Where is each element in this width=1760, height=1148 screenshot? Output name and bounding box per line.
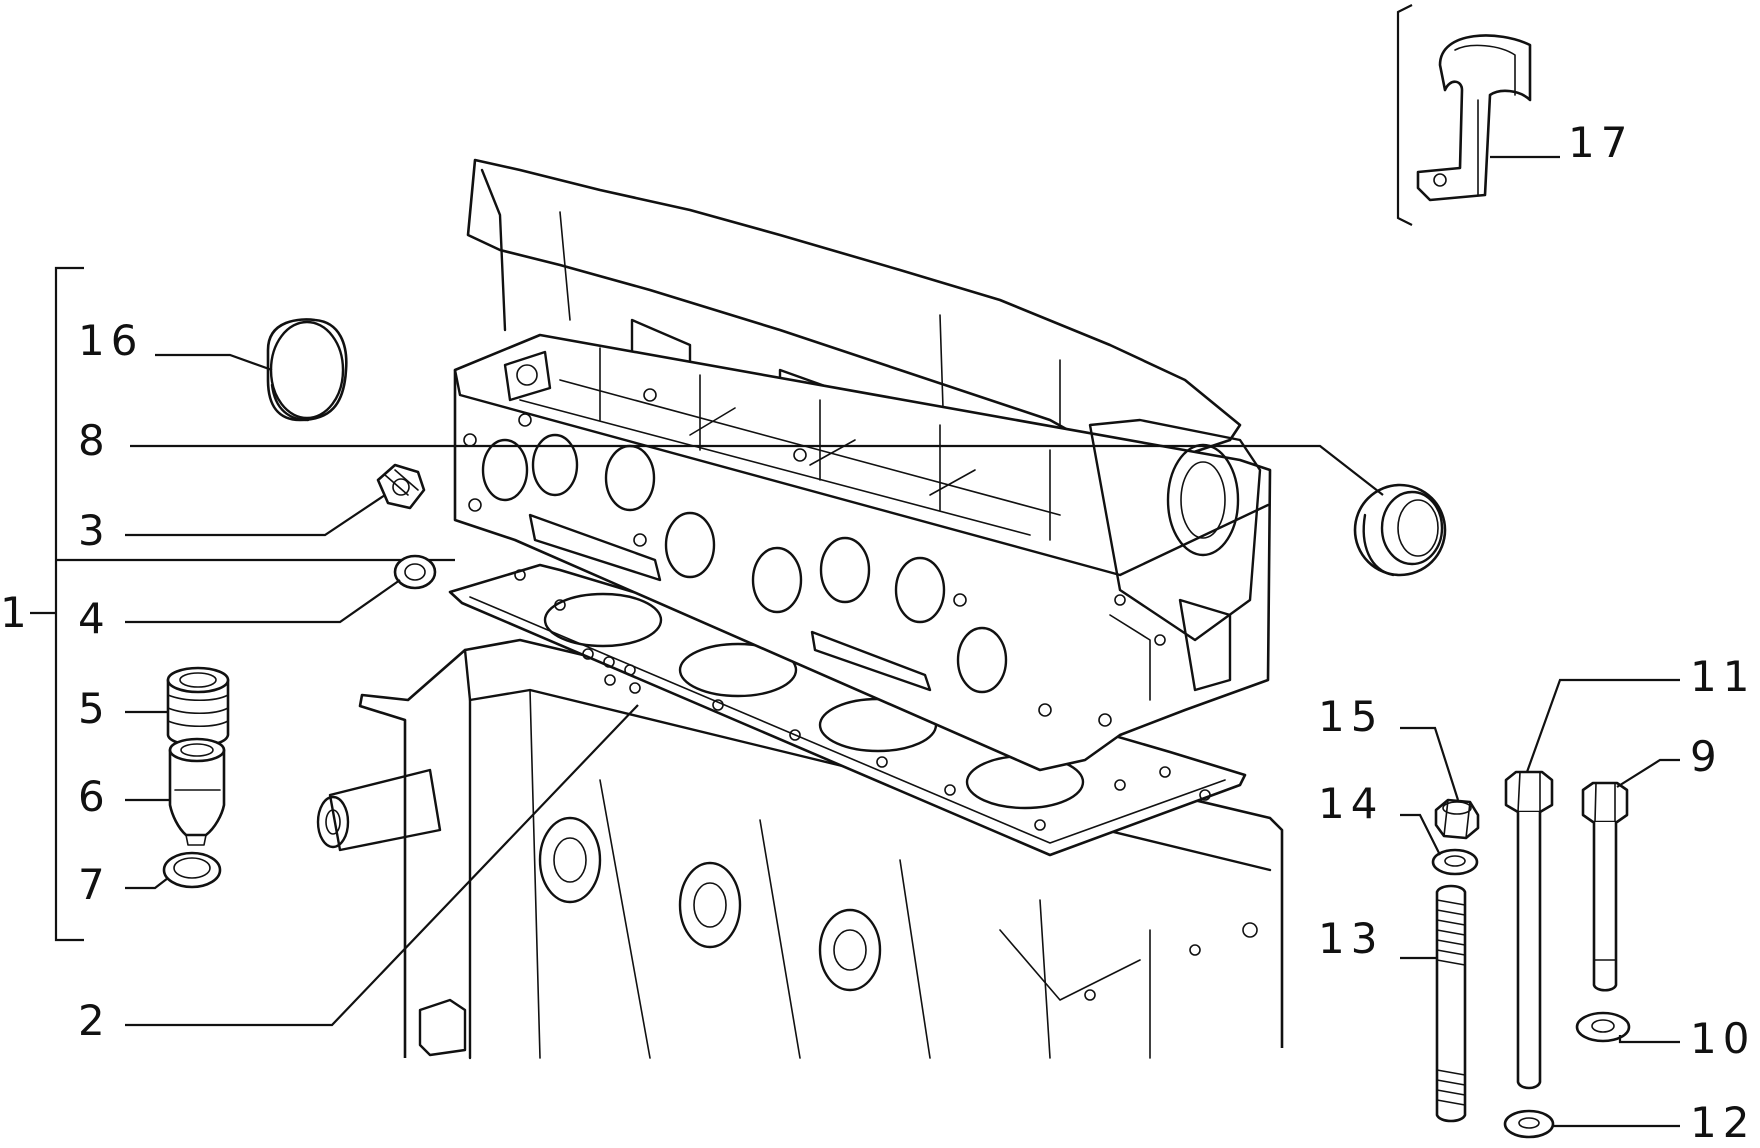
leader-4 <box>125 580 400 622</box>
nut-15 <box>1436 800 1478 838</box>
kit-bracket <box>30 268 455 940</box>
callout-6: 6 <box>78 772 111 821</box>
cylinder-head <box>455 160 1270 770</box>
callout-5: 5 <box>78 684 111 733</box>
plug-3 <box>378 465 424 508</box>
callout-11: 11 <box>1690 652 1756 701</box>
leader-9 <box>1617 760 1680 787</box>
stud-13 <box>1437 886 1465 1121</box>
washer-14 <box>1433 850 1477 874</box>
callout-16: 16 <box>78 316 144 365</box>
plug-16 <box>268 319 346 420</box>
callout-13: 13 <box>1318 914 1384 963</box>
callout-14: 14 <box>1318 779 1384 828</box>
seal-washer-7 <box>164 853 220 887</box>
bolt-9 <box>1583 783 1627 990</box>
leader-3 <box>125 495 385 535</box>
clip-17 <box>1398 5 1530 225</box>
engine-block <box>318 602 1282 1058</box>
leader-7 <box>125 878 168 888</box>
leader-2 <box>125 705 638 1025</box>
callout-4: 4 <box>78 594 111 643</box>
leader-15 <box>1400 728 1458 800</box>
callout-12: 12 <box>1690 1098 1756 1147</box>
callout-9: 9 <box>1690 732 1723 781</box>
callout-7: 7 <box>78 860 111 909</box>
callout-15: 15 <box>1318 692 1384 741</box>
threaded-sleeve-5 <box>168 668 228 746</box>
callout-10: 10 <box>1690 1014 1756 1063</box>
leader-lines <box>125 157 1680 1126</box>
bolt-11 <box>1506 772 1552 1088</box>
head-gasket <box>450 565 1245 855</box>
washer-12 <box>1505 1111 1553 1137</box>
callout-8: 8 <box>78 416 111 465</box>
callout-17: 17 <box>1568 118 1634 167</box>
callout-3: 3 <box>78 506 111 555</box>
leader-16 <box>155 355 272 370</box>
ring-4 <box>395 556 435 588</box>
oil-seal-8 <box>1355 485 1445 575</box>
callout-1: 1 <box>0 588 33 637</box>
leader-11 <box>1527 680 1680 772</box>
leader-8 <box>130 446 1383 495</box>
injector-sleeve-6 <box>170 739 224 845</box>
leader-14 <box>1400 815 1440 855</box>
washer-10 <box>1577 1013 1629 1041</box>
leader-10 <box>1620 1035 1680 1042</box>
callout-2: 2 <box>78 996 111 1045</box>
